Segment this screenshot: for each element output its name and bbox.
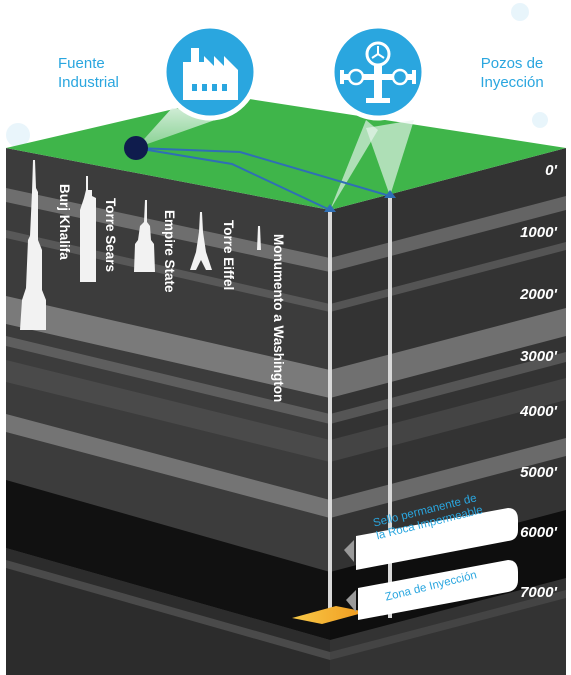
pipeline: [135, 147, 391, 211]
building-label-sears-tower: Torre Sears: [103, 198, 118, 273]
building-label-empire-state: Empire State: [162, 210, 177, 293]
empire-state-shape: [134, 200, 155, 272]
depth-mark-7000: 7000': [520, 584, 557, 601]
seal-callout: [344, 508, 518, 570]
injection-wells-label: Pozos de Inyección: [480, 55, 544, 91]
well-beam-left: [330, 120, 378, 210]
washington-monument-shape: [257, 226, 261, 250]
depth-mark-3000: 3000': [520, 348, 557, 365]
eiffel-tower-shape: [190, 212, 212, 270]
sears-tower-shape: [80, 176, 96, 282]
burj-khalifa-shape: [20, 160, 46, 330]
source-label: Fuente Industrial: [58, 55, 119, 91]
injection-zone-plume: [292, 606, 366, 624]
wellhead-valve-icon: [329, 23, 427, 121]
well-beam-right: [366, 120, 414, 196]
strata-front-face: [6, 148, 330, 675]
depth-mark-2000: 2000': [520, 286, 557, 303]
depth-mark-1000: 1000': [520, 224, 557, 241]
depth-mark-6000: 6000': [520, 524, 557, 541]
injection-wells: [324, 190, 396, 618]
building-label-burj-khalifa: Burj Khalifa: [57, 184, 72, 260]
depth-mark-5000: 5000': [520, 464, 557, 481]
ground-surface: [6, 96, 566, 210]
depth-mark-0: 0': [545, 162, 557, 179]
building-label-washington-monument: Monumento a Washington: [271, 234, 286, 403]
depth-mark-4000: 4000': [520, 403, 557, 420]
source-node: [124, 136, 148, 160]
building-silhouettes: [20, 160, 261, 330]
building-label-eiffel-tower: Torre Eiffel: [221, 220, 236, 291]
factory-icon: [161, 23, 259, 121]
injection-zone-callout: [346, 560, 518, 620]
